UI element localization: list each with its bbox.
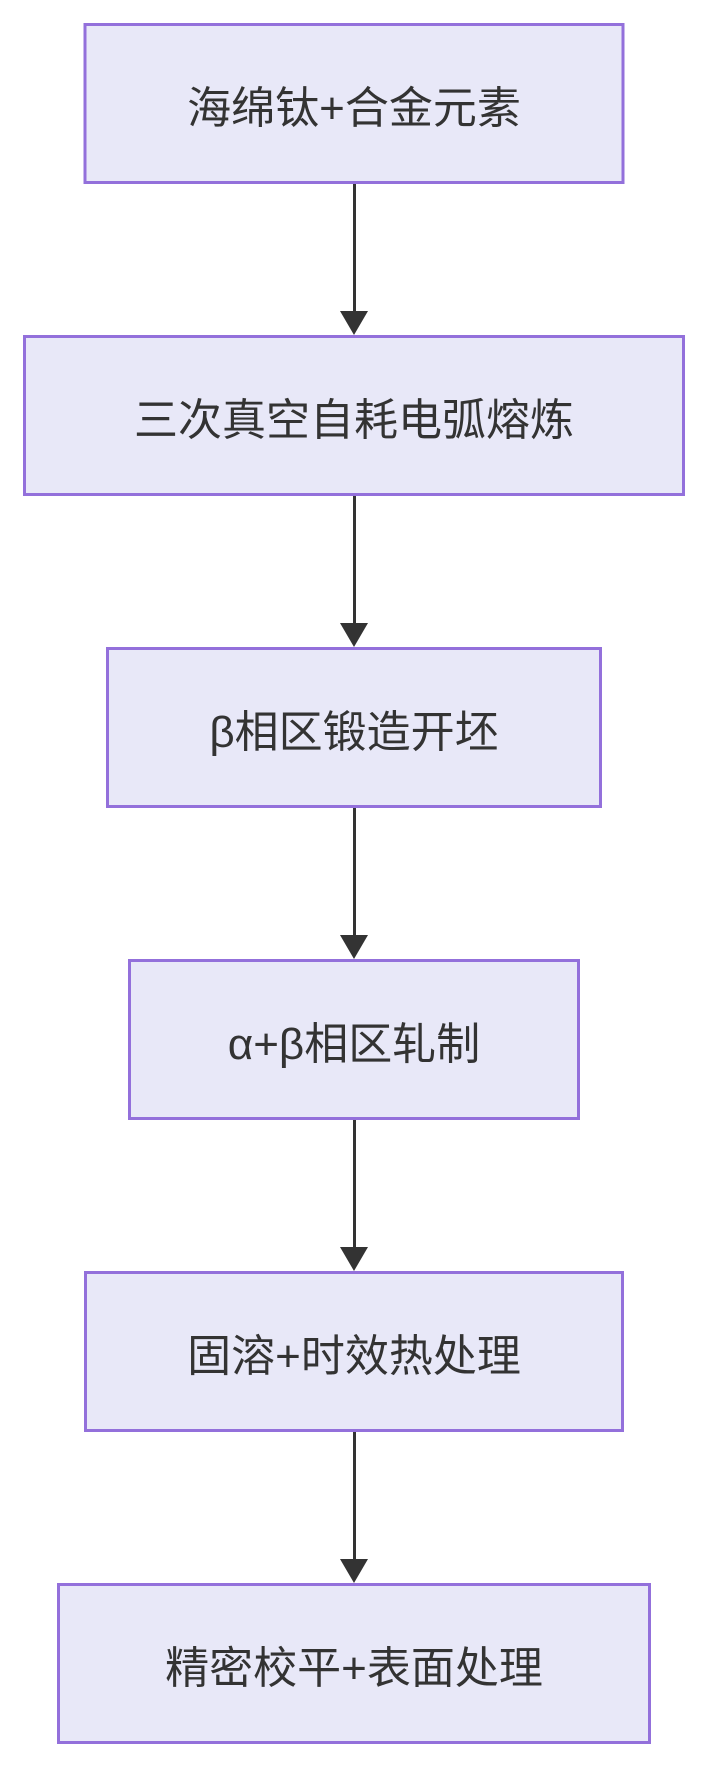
arrow-down-3	[340, 808, 368, 959]
node-label: α+β相区轧制	[227, 1019, 481, 1069]
arrow-head-icon	[340, 1559, 368, 1583]
node-precision-leveling-surface-treatment: 精密校平+表面处理	[57, 1583, 651, 1744]
node-triple-vacuum-arc-melting: 三次真空自耗电弧熔炼	[23, 335, 685, 496]
arrow-head-icon	[340, 935, 368, 959]
node-label: 海绵钛+合金元素	[187, 83, 521, 133]
node-alpha-beta-phase-rolling: α+β相区轧制	[128, 959, 580, 1120]
node-solution-aging-heat-treatment: 固溶+时效热处理	[84, 1271, 624, 1432]
arrow-shaft	[352, 1120, 356, 1247]
node-label: 精密校平+表面处理	[165, 1643, 543, 1693]
arrow-shaft	[352, 496, 356, 623]
arrow-down-4	[340, 1120, 368, 1271]
node-label: 三次真空自耗电弧熔炼	[134, 395, 574, 445]
arrow-shaft	[352, 184, 356, 311]
node-label: 固溶+时效热处理	[187, 1331, 521, 1381]
arrow-down-5	[340, 1432, 368, 1583]
arrow-down-1	[340, 184, 368, 335]
arrow-shaft	[352, 1432, 356, 1559]
arrow-head-icon	[340, 623, 368, 647]
arrow-down-2	[340, 496, 368, 647]
arrow-shaft	[352, 808, 356, 935]
node-sponge-titanium-alloy-elements: 海绵钛+合金元素	[83, 23, 625, 184]
arrow-head-icon	[340, 311, 368, 335]
node-beta-phase-forging: β相区锻造开坯	[106, 647, 602, 808]
arrow-head-icon	[340, 1247, 368, 1271]
node-label: β相区锻造开坯	[209, 707, 499, 757]
